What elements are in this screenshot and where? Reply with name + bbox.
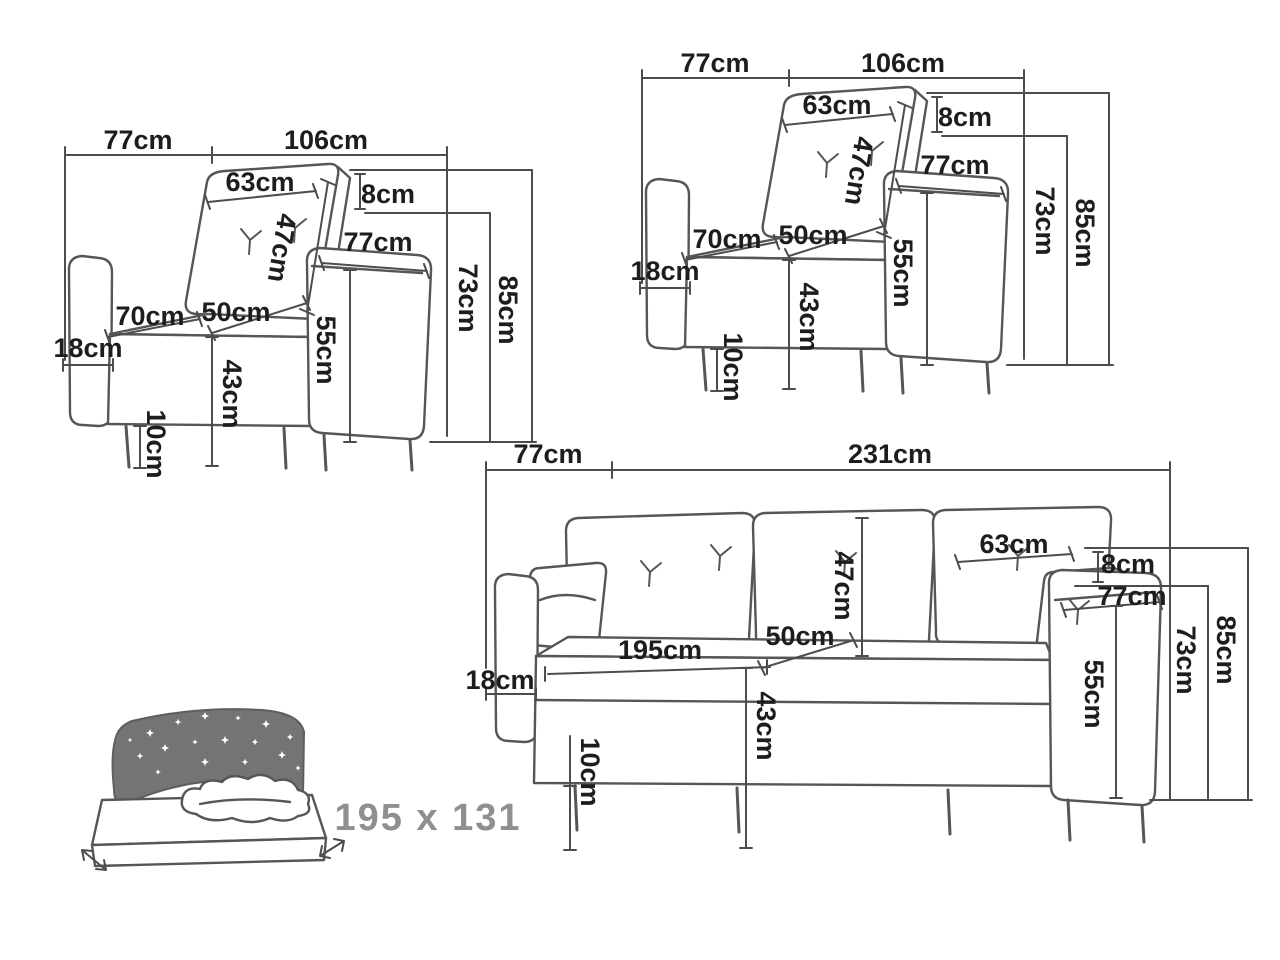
sofa-labels: 77cm 231cm 63cm 8cm 77cm 47cm 50cm 195cm… xyxy=(465,439,1241,807)
armchair1-leg-height-label: 10cm xyxy=(141,409,171,478)
sofa-seat-depth-label: 50cm xyxy=(765,621,834,651)
sofa-dimension-lines xyxy=(485,461,1253,851)
sofa-left-arm xyxy=(493,572,540,744)
armchair1-seat-height-label: 43cm xyxy=(217,359,247,428)
armchair1-depth-label: 77cm xyxy=(103,125,172,155)
armchair1-arm-depth-label: 77cm xyxy=(343,227,412,257)
sofa-back-cushion-height-label: 47cm xyxy=(829,551,859,620)
sofa-right-arm xyxy=(1047,568,1163,807)
armchair1-armrest-height-label: 55cm xyxy=(311,315,341,384)
armchair1-back-cushion-width-label: 63cm xyxy=(225,167,294,197)
sofa-total-height-label: 85cm xyxy=(1211,615,1241,684)
sofa-arm-depth-label: 77cm xyxy=(1097,581,1166,611)
armchair1-seat-depth-label: 50cm xyxy=(201,297,270,327)
armchair2-seat-width-label: 70cm xyxy=(692,224,761,254)
armchair1-armrest-width-label: 18cm xyxy=(53,333,122,363)
armchair-1-diagram: 77cm 106cm 63cm 8cm 47cm 77cm 73cm 85cm … xyxy=(53,125,536,479)
armchair2-seat-depth-label: 50cm xyxy=(778,220,847,250)
armchair1-backrest-height-label: 73cm xyxy=(453,263,483,332)
sofa-armrest-height-label: 55cm xyxy=(1079,659,1109,728)
bed-dimension-arrows xyxy=(81,838,345,871)
sofa-drawing xyxy=(493,505,1163,844)
sofa-width-label: 231cm xyxy=(848,439,932,469)
sofa-armrest-width-label: 18cm xyxy=(465,665,534,695)
armchair1-back-gap-label: 8cm xyxy=(361,179,415,209)
sofa-diagram: 77cm 231cm 63cm 8cm 77cm 47cm 50cm 195cm… xyxy=(465,439,1253,851)
sofa-back-gap-label: 8cm xyxy=(1101,549,1155,579)
armchair2-seat-height-label: 43cm xyxy=(794,282,824,351)
armchair2-armrest-width-label: 18cm xyxy=(630,256,699,286)
armchair2-arm-depth-label: 77cm xyxy=(920,150,989,180)
armchair2-depth-label: 77cm xyxy=(680,48,749,78)
armchair2-total-height-label: 85cm xyxy=(1070,198,1100,267)
sleeping-area-label: 195 x 131 xyxy=(334,797,521,839)
armchair2-back-gap-label: 8cm xyxy=(938,102,992,132)
sofa-seat-width-label: 195cm xyxy=(618,635,702,665)
armchair-1-labels: 77cm 106cm 63cm 8cm 47cm 77cm 73cm 85cm … xyxy=(53,125,523,479)
sofa-back-cushion-width-label: 63cm xyxy=(979,529,1048,559)
armchair1-total-height-label: 85cm xyxy=(493,275,523,344)
sofa-seat-front xyxy=(532,654,1055,788)
armchair2-backrest-height-label: 73cm xyxy=(1030,186,1060,255)
armchair2-leg-height-label: 10cm xyxy=(718,332,748,401)
sofa-backrest-height-label: 73cm xyxy=(1171,625,1201,694)
sofa-legs xyxy=(573,784,1146,844)
sofa-leg-height-label: 10cm xyxy=(575,737,605,806)
sofa-depth-label: 77cm xyxy=(513,439,582,469)
armchair-2-diagram: 77cm 106cm 63cm 8cm 47cm 77cm 73cm 85cm … xyxy=(630,48,1113,402)
sleeping-function-icon: 195 x 131 xyxy=(81,708,521,871)
armchair2-width-label: 106cm xyxy=(861,48,945,78)
armchair1-width-label: 106cm xyxy=(284,125,368,155)
sofa-seat-height-label: 43cm xyxy=(751,691,781,760)
armchair2-armrest-height-label: 55cm xyxy=(888,238,918,307)
armchair1-seat-width-label: 70cm xyxy=(115,301,184,331)
armchair-2-labels: 77cm 106cm 63cm 8cm 47cm 77cm 73cm 85cm … xyxy=(630,48,1100,402)
armchair2-back-cushion-width-label: 63cm xyxy=(802,90,871,120)
